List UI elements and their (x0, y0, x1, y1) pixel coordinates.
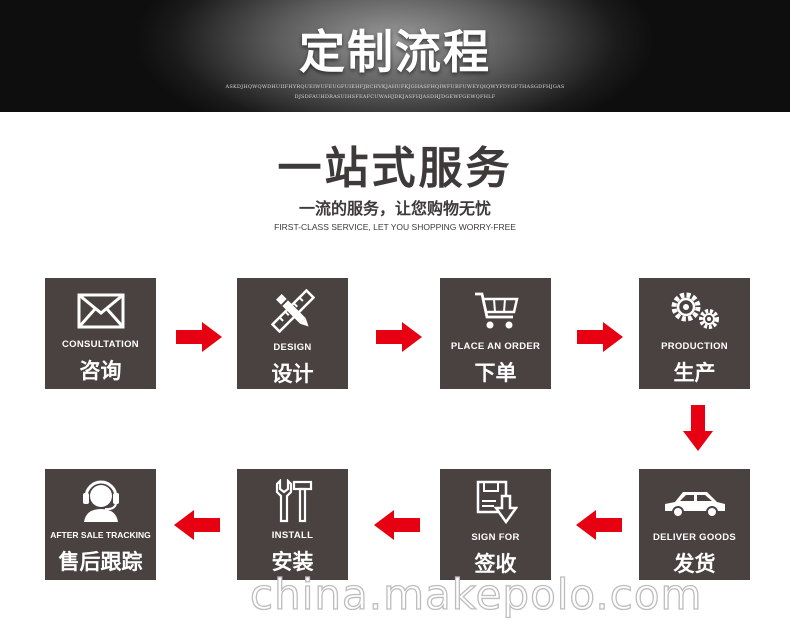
step-label-cn: 设计 (271, 362, 314, 386)
step-label-cn: 生产 (673, 361, 716, 385)
car-icon (664, 492, 725, 518)
sign-document-icon (476, 480, 518, 525)
envelope-icon (77, 293, 124, 329)
step-label-en: AFTER SALE TRACKING (50, 530, 151, 540)
step-after-sale-tracking: AFTER SALE TRACKING 售后跟踪 (45, 469, 156, 580)
arrow-right-icon (176, 322, 222, 352)
pencil-ruler-icon (270, 289, 315, 333)
arrow-left-icon (174, 510, 220, 540)
step-label-en: PLACE AN ORDER (450, 341, 541, 352)
gears-icon (671, 292, 719, 329)
banner-subtitle-line-1: ASKDJHQWQWDHUIIFHYRQUEIWUFEUGFUIEHFJBCHV… (225, 84, 565, 90)
arrow-left-icon (374, 510, 420, 540)
arrow-right-icon (376, 322, 422, 352)
step-label-en: INSTALL (271, 530, 314, 541)
step-deliver-goods: DELIVER GOODS 发货 (639, 469, 750, 580)
step-label-en: SIGN FOR (471, 532, 520, 543)
arrow-right-icon (577, 322, 623, 352)
step-label-en: CONSULTATION (62, 339, 139, 350)
tagline-english: FIRST-CLASS SERVICE, LET YOU SHOPPING WO… (274, 222, 516, 232)
step-label-cn: 安装 (271, 550, 314, 574)
step-sign-for: SIGN FOR 签收 (440, 469, 551, 580)
banner-subtitle-line-2: DJSDFAUHDRASUIHSFEAFCUWAHJDKJASFHJASDHJD… (294, 94, 496, 100)
tagline: 一流的服务，让您购物无忧 (298, 199, 491, 218)
step-design: DESIGN 设计 (237, 278, 348, 389)
headset-user-icon (82, 480, 119, 522)
step-label-cn: 下单 (474, 361, 517, 385)
step-consultation: CONSULTATION 咨询 (45, 278, 156, 389)
watermark: china.makepolo.com (249, 569, 703, 619)
shopping-cart-icon (474, 292, 519, 329)
step-place-an-order: PLACE AN ORDER 下单 (440, 278, 551, 389)
step-production: PRODUCTION 生产 (639, 278, 750, 389)
step-label-cn: 发货 (673, 552, 716, 576)
step-install: INSTALL 安装 (237, 469, 348, 580)
step-label-cn: 签收 (474, 552, 517, 576)
banner-title: 定制流程 (299, 25, 491, 79)
arrow-down-icon (683, 405, 713, 451)
step-label-en: DELIVER GOODS (652, 532, 737, 543)
arrow-left-icon (576, 510, 622, 540)
headline: 一站式服务 (277, 143, 513, 194)
step-label-cn: 售后跟踪 (58, 550, 143, 574)
step-label-en: PRODUCTION (661, 341, 728, 352)
banner: 定制流程 ASKDJHQWQWDHUIIFHYRQUEIWUFEUGFUIEHF… (0, 0, 790, 112)
step-label-cn: 咨询 (79, 359, 122, 383)
step-label-en: DESIGN (273, 342, 312, 353)
tools-icon (275, 479, 312, 523)
